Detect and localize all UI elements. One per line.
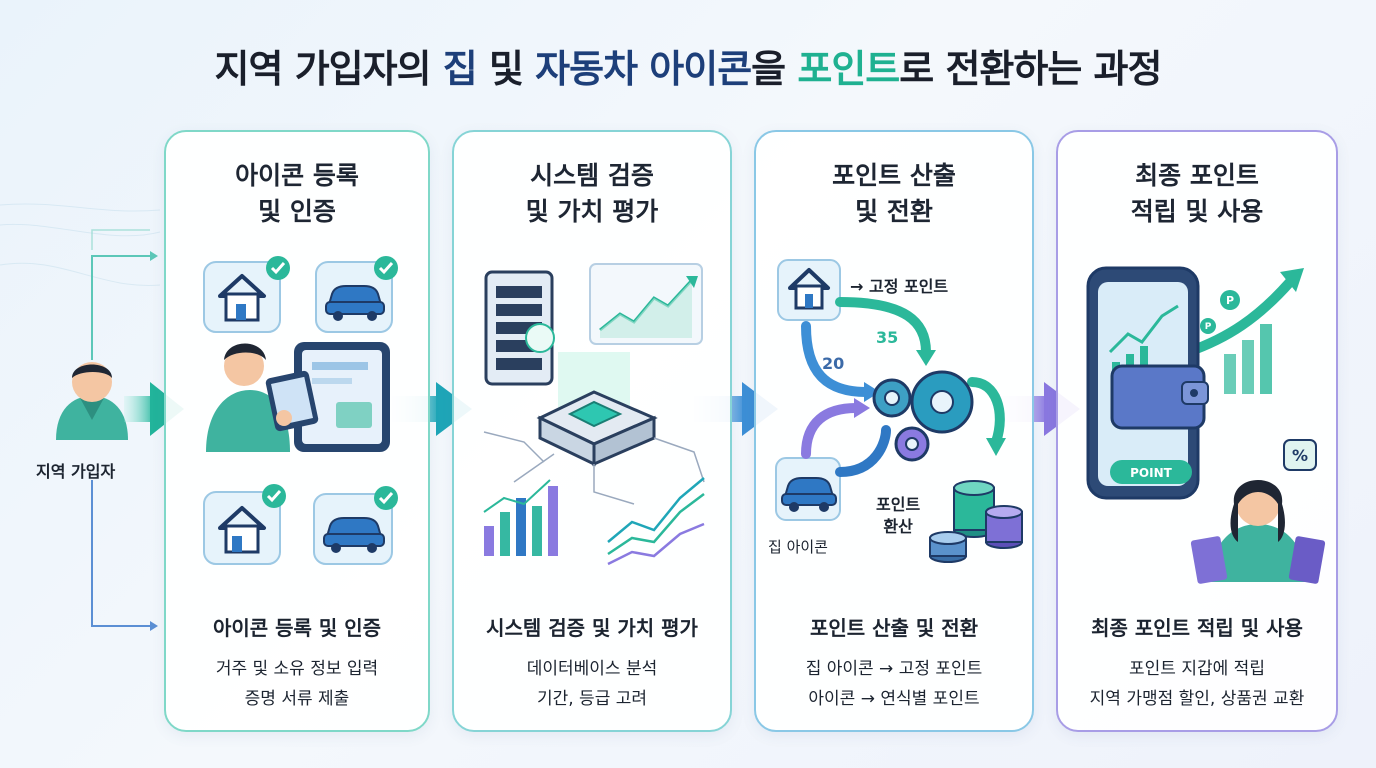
bar-chart-icon [483,479,558,556]
coin-symbol: P [1226,294,1234,307]
step-heading-line: 및 전환 [855,197,933,226]
trend-line-icon [607,477,705,566]
value-35: 35 [876,328,899,347]
conversion-label: 포인트 환산 [876,494,920,538]
title-highlight-car-icon: 자동차 아이콘 [535,47,752,91]
house-icon [203,491,281,565]
step-summary-line: 포인트 지갑에 적립 [1129,659,1265,679]
calculation-illustration [775,259,1023,563]
server-icon [484,270,554,386]
house-icon [203,261,281,333]
step-summary-title: 최종 포인트 적립 및 사용 [1091,616,1303,640]
step-heading-line: 아이콘 등록 [235,161,359,190]
percent-badge-icon: % [1283,439,1317,471]
wallet-point-label: POINT [1130,466,1173,480]
processor-chip-icon [525,323,658,467]
step-heading-line: 및 가치 평가 [525,197,659,226]
conversion-label-line: 환산 [883,517,913,536]
step-heading-line: 최종 포인트 [1135,161,1259,190]
step-summary-line: 기간, 등급 고려 [536,689,648,709]
step-heading: 최종 포인트 적립 및 사용 [1058,158,1336,230]
title-part: 을 [751,47,798,91]
car-icon [315,261,393,333]
check-icon [374,256,398,280]
line-chart-icon [589,263,703,345]
house-icon [777,259,841,321]
coin-symbol: P [1205,322,1212,332]
step-summary-title: 포인트 산출 및 전환 [809,616,979,640]
step-heading-line: 시스템 검증 [530,161,654,190]
step-heading-line: 포인트 산출 [832,161,956,190]
verification-illustration [483,263,705,566]
step-summary-line: 집 아이콘 → 고정 포인트 [805,659,983,679]
wallet-icon: POINT [1110,364,1209,484]
step-summary-title: 아이콘 등록 및 인증 [212,616,382,640]
page-title: 지역 가입자의 집 및 자동차 아이콘을 포인트로 전환하는 과정 [0,38,1376,93]
step-heading: 포인트 산출 및 전환 [756,158,1032,230]
percent-symbol: % [1292,446,1308,465]
value-20: 20 [822,354,845,373]
subscriber-person-icon [56,362,128,440]
title-part: 로 전환하는 과정 [899,47,1162,91]
connector-down [91,480,150,627]
house-icon-caption: 집 아이콘 [768,538,828,556]
person-with-tablet-icon [206,342,390,452]
step-summary-line: 증명 서류 제출 [244,689,350,709]
shopper-person-icon [1190,480,1326,584]
gears-icon [872,370,974,462]
connector-up [91,255,150,360]
registration-illustration [203,256,398,565]
binary-texture [0,203,161,286]
step-summary-line: 아이콘 → 연식별 포인트 [808,689,980,709]
step-heading: 시스템 검증 및 가치 평가 [454,158,730,230]
check-icon [262,484,286,508]
title-part: 및 [476,47,536,91]
coin-icon: P [1200,318,1216,334]
step-heading: 아이콘 등록 및 인증 [166,158,428,230]
growth-chart-icon [1183,268,1304,394]
check-icon [374,486,398,510]
step-summary-line: 거주 및 소유 정보 입력 [215,659,379,679]
step-summary-line: 지역 가맹점 할인, 상품권 교환 [1089,689,1305,709]
coin-icon: P [1220,290,1240,310]
subscriber-label: 지역 가입자 [36,462,116,481]
step-card-registration: 아이콘 등록 및 인증 [164,130,430,732]
car-icon [313,493,393,565]
title-highlight-house: 집 [442,47,478,91]
conversion-label-line: 포인트 [876,495,921,514]
title-part: 지역 가입자의 [214,47,443,91]
step-summary-line: 데이터베이스 분석 [526,659,658,679]
step-summary-title: 시스템 검증 및 가치 평가 [486,616,698,640]
check-icon [266,256,290,280]
step-card-calculation: 포인트 산출 및 전환 [754,130,1034,732]
car-icon [775,457,841,521]
coin-stack-icon [929,480,1023,563]
step-card-verification: 시스템 검증 및 가치 평가 [452,130,732,732]
step-card-accumulation: 최종 포인트 적립 및 사용 P P [1056,130,1338,732]
fixed-point-label: → 고정 포인트 [850,277,949,296]
step-heading-line: 적립 및 사용 [1130,197,1264,226]
accumulation-illustration: P P POINT % [1086,266,1326,584]
step-heading-line: 및 인증 [258,197,336,226]
title-highlight-point: 포인트 [797,47,900,91]
